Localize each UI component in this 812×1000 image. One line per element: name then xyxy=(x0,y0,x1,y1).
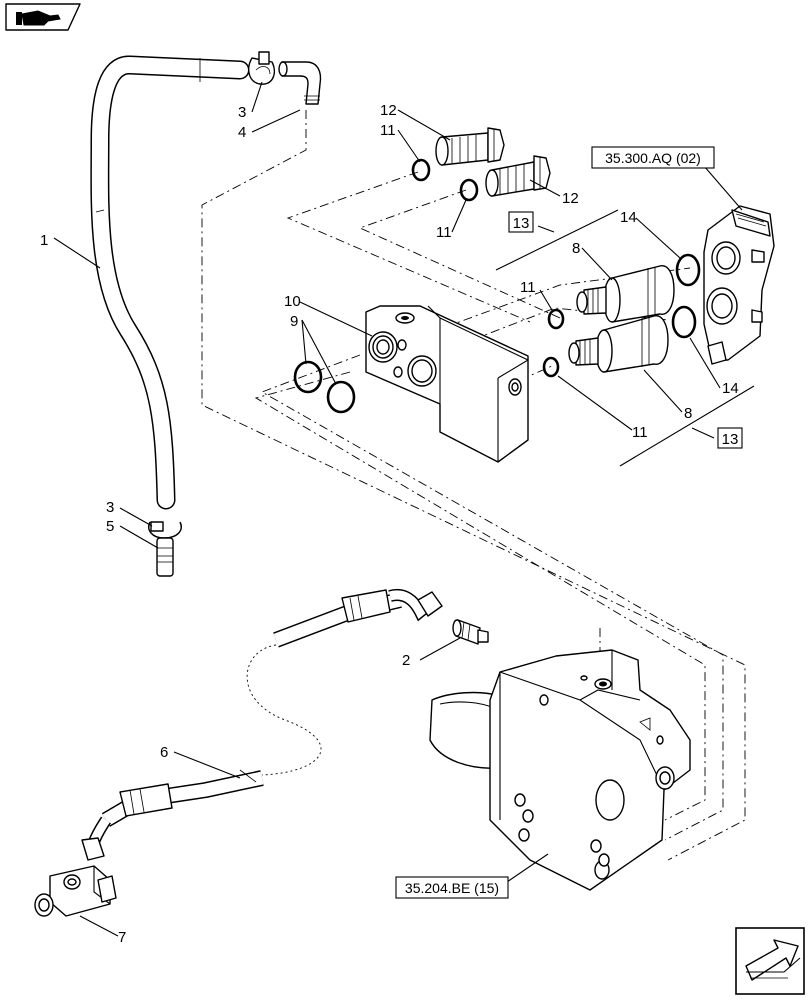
o-ring-11-b[interactable] xyxy=(459,178,479,202)
adapter-fitting-2[interactable] xyxy=(452,619,489,645)
hose-1[interactable] xyxy=(90,55,250,510)
o-ring-11-a[interactable] xyxy=(411,158,431,182)
reference-box-top[interactable]: 35.300.AQ (02) xyxy=(591,146,715,169)
reference-valve-body-top[interactable] xyxy=(703,205,775,365)
bracket-13-lower xyxy=(619,385,755,467)
callout-11-d: 11 xyxy=(632,424,648,441)
o-ring-14-b[interactable] xyxy=(671,305,697,339)
hand-pointing-book-icon[interactable] xyxy=(5,3,81,31)
callout-7: 7 xyxy=(118,929,126,946)
o-ring-9-a[interactable] xyxy=(293,360,323,394)
callout-2: 2 xyxy=(402,652,410,669)
banjo-bolt-12-lower[interactable] xyxy=(485,155,551,197)
callout-3-bottom: 3 xyxy=(106,499,114,516)
leader-lines xyxy=(53,81,743,937)
callout-5: 5 xyxy=(106,518,114,535)
elbow-fitting-4[interactable] xyxy=(278,61,322,105)
callout-11-b: 11 xyxy=(436,224,452,241)
callout-11-a: 11 xyxy=(380,122,396,139)
callout-3-top: 3 xyxy=(238,104,246,121)
callout-12-lower: 12 xyxy=(562,190,579,207)
next-page-arrow-icon[interactable] xyxy=(735,927,805,995)
bracket-13-upper xyxy=(495,209,619,271)
callout-1: 1 xyxy=(40,232,48,249)
callout-14-lower: 14 xyxy=(722,380,739,397)
callout-12-upper: 12 xyxy=(380,102,397,119)
straight-fitting-5[interactable] xyxy=(156,537,174,577)
o-ring-11-d[interactable] xyxy=(542,356,560,378)
callout-9: 9 xyxy=(290,313,298,330)
callout-11-c: 11 xyxy=(520,279,536,296)
reference-label-top: 35.300.AQ (02) xyxy=(605,150,701,166)
callout-8-lower: 8 xyxy=(684,405,692,422)
tee-fitting-7[interactable] xyxy=(34,865,117,917)
valve-cartridge-8-lower[interactable] xyxy=(568,315,669,373)
callout-10: 10 xyxy=(284,293,301,310)
callout-labels: 1 2 3 3 4 5 6 7 8 8 9 10 11 11 11 11 12 … xyxy=(40,102,739,946)
reference-box-bottom[interactable]: 35.204.BE (15) xyxy=(395,876,509,899)
callout-4: 4 xyxy=(238,124,246,141)
hydraulic-hose-6[interactable] xyxy=(81,589,443,861)
svg-text:13: 13 xyxy=(513,215,530,232)
banjo-bolt-12-upper[interactable] xyxy=(435,127,505,166)
hose-clamp-3-bottom[interactable] xyxy=(148,521,182,539)
reference-label-bottom: 35.204.BE (15) xyxy=(405,880,499,896)
boxed-callout-13-lower: 13 xyxy=(717,427,743,449)
o-ring-9-b[interactable] xyxy=(326,380,356,414)
manifold-block[interactable] xyxy=(365,305,529,463)
o-ring-14-a[interactable] xyxy=(675,253,701,287)
callout-8-upper: 8 xyxy=(572,240,580,257)
valve-cartridge-8-upper[interactable] xyxy=(576,265,675,323)
manifold-port-10[interactable] xyxy=(368,331,437,387)
callout-14-upper: 14 xyxy=(620,209,637,226)
callout-6: 6 xyxy=(160,744,168,761)
hose-clamp-3-top[interactable] xyxy=(248,51,276,85)
boxed-callout-13-upper: 13 xyxy=(508,211,534,233)
main-valve-housing[interactable] xyxy=(429,649,691,891)
svg-text:13: 13 xyxy=(722,431,739,448)
o-ring-11-c[interactable] xyxy=(547,308,565,330)
